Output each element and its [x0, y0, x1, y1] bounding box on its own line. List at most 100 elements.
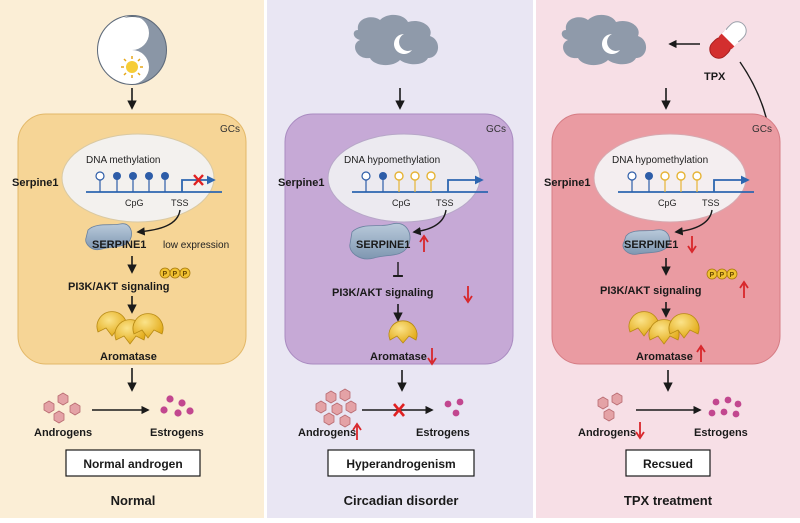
cpg-unmethylated	[394, 171, 404, 181]
cpg-methylated	[145, 172, 153, 180]
cpg-methylated	[129, 172, 137, 180]
aromatase-enzyme-icon	[96, 311, 164, 345]
cpg-unmethylated	[361, 171, 371, 181]
cpg-unmethylated	[692, 171, 702, 181]
aromatase-label: Aromatase	[370, 351, 427, 363]
dna-strand	[352, 175, 488, 193]
aromatase-enzyme-icon	[628, 311, 700, 345]
down-arrow-icon	[463, 286, 473, 304]
arrow-tss-to-protein	[136, 209, 181, 236]
outcome-box	[327, 449, 475, 477]
serpine-label: SERPINE1	[92, 239, 146, 251]
cpg-methylated	[161, 172, 169, 180]
outcome-box	[65, 449, 201, 477]
cloud-moon-icon	[561, 14, 647, 66]
svg-text:P: P	[163, 271, 168, 278]
androgen-molecules	[315, 388, 357, 428]
methylation-label: DNA hypomethylation	[344, 155, 440, 166]
cell-label: GCs	[752, 124, 772, 135]
svg-text:P: P	[730, 272, 735, 279]
pathway-label: PI3K/AKT signaling	[332, 287, 433, 299]
gene-label: Serpine1	[544, 177, 590, 189]
down-arrow-icon	[687, 236, 697, 254]
svg-text:P: P	[173, 271, 178, 278]
cpg-label: CpG	[392, 198, 411, 208]
cpg-methylated	[379, 172, 387, 180]
drug-label: TPX	[704, 71, 726, 83]
serpine-label: SERPINE1	[624, 239, 678, 251]
serpine-expression-note: low expression	[163, 240, 229, 251]
arrow-tss-to-protein	[674, 209, 713, 236]
conversion-blocked-x	[393, 403, 405, 417]
aromatase-label: Aromatase	[636, 351, 693, 363]
outcome-label: Hyperandrogenism	[346, 457, 455, 471]
estrogen-molecules	[160, 395, 194, 417]
down-arrow-icon	[427, 348, 437, 366]
panel-tpx-treatment: TPX GCs DNA hypomethylation Serpine1 CpG…	[536, 0, 800, 518]
protein-blob-icon	[85, 223, 132, 251]
tss-label: TSS	[171, 198, 189, 208]
aromatase-label: Aromatase	[100, 351, 157, 363]
cpg-methylated	[645, 172, 653, 180]
tss-label: TSS	[702, 198, 720, 208]
panel-normal: GCs DNA methylation Serpine1 CpG TSS SER…	[0, 0, 264, 518]
androgens-label: Androgens	[298, 427, 356, 439]
cpg-unmethylated	[627, 171, 637, 181]
cell-label: GCs	[486, 124, 506, 135]
svg-text:P: P	[183, 271, 188, 278]
estrogens-label: Estrogens	[416, 427, 470, 439]
cpg-sites	[95, 171, 169, 192]
cell-label: GCs	[220, 124, 240, 135]
cpg-unmethylated	[410, 171, 420, 181]
dna-strand	[618, 175, 754, 193]
serpine-label: SERPINE1	[356, 239, 410, 251]
panel-circadian-disorder: GCs DNA hypomethylation Serpine1 CpG TSS…	[267, 0, 533, 518]
phosphate-icon: P P P	[706, 268, 738, 280]
svg-text:P: P	[720, 272, 725, 279]
pathway-label: PI3K/AKT signaling	[600, 285, 701, 297]
down-arrow-icon	[635, 422, 645, 440]
up-arrow-icon	[419, 234, 429, 252]
dna-strand	[86, 175, 222, 193]
cpg-unmethylated	[95, 171, 105, 181]
panel-title: Normal	[111, 493, 156, 508]
cloud-moon-icon	[353, 14, 439, 66]
cpg-unmethylated	[676, 171, 686, 181]
gene-label: Serpine1	[12, 177, 58, 189]
estrogens-label: Estrogens	[694, 427, 748, 439]
protein-blob-icon	[349, 222, 411, 260]
outcome-label: Normal androgen	[83, 457, 182, 471]
cpg-label: CpG	[125, 198, 144, 208]
cpg-unmethylated	[426, 171, 436, 181]
nucleus	[61, 133, 215, 223]
estrogens-label: Estrogens	[150, 427, 204, 439]
methylation-label: DNA hypomethylation	[612, 155, 708, 166]
cpg-sites	[627, 171, 702, 192]
outcome-label: Recsued	[643, 457, 693, 471]
transcription-blocked-x	[193, 174, 204, 186]
yin-yang-day-night-icon	[97, 15, 167, 85]
androgens-label: Androgens	[578, 427, 636, 439]
cpg-sites	[361, 171, 436, 192]
svg-text:P: P	[710, 272, 715, 279]
up-arrow-icon	[739, 280, 749, 298]
gene-label: Serpine1	[278, 177, 324, 189]
estrogen-molecules	[708, 396, 742, 418]
cpg-label: CpG	[658, 198, 677, 208]
aromatase-enzyme-icon	[388, 320, 418, 344]
androgens-label: Androgens	[34, 427, 92, 439]
phosphate-icon: P P P	[159, 267, 191, 279]
outcome-box	[625, 449, 711, 477]
tss-label: TSS	[436, 198, 454, 208]
capsule-pill-icon	[709, 21, 747, 59]
protein-blob-icon	[622, 229, 670, 255]
up-arrow-icon	[696, 344, 706, 362]
androgen-molecules	[597, 392, 623, 422]
cpg-methylated	[113, 172, 121, 180]
nucleus	[593, 133, 747, 223]
up-arrow-icon	[352, 422, 362, 440]
nucleus	[327, 133, 481, 223]
androgen-molecules	[43, 392, 81, 424]
